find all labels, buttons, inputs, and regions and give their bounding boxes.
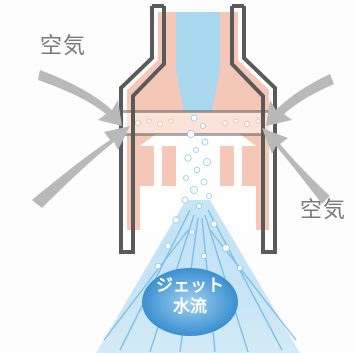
inner-prong-left-2 bbox=[162, 146, 176, 186]
arrow-left-upper bbox=[38, 70, 122, 126]
water-channel bbox=[176, 12, 220, 112]
air-label-left: 空気 bbox=[40, 34, 87, 59]
nozzle-housing bbox=[119, 6, 277, 254]
arrow-right-upper bbox=[266, 74, 334, 126]
inner-prong-right-2 bbox=[242, 146, 256, 186]
air-bubbles-stream bbox=[154, 114, 243, 271]
jet-water-badge bbox=[142, 268, 238, 336]
arrow-right-lower bbox=[262, 128, 330, 204]
air-intake-band bbox=[127, 112, 269, 134]
arrow-left-lower bbox=[32, 126, 130, 208]
air-bubbles-band bbox=[134, 118, 261, 128]
air-arrows-left bbox=[32, 70, 130, 208]
air-arrows-right bbox=[262, 74, 334, 204]
inner-prong-right-1 bbox=[220, 146, 234, 186]
jet-label-line2: 水流 bbox=[173, 297, 207, 318]
air-label-right: 空気 bbox=[300, 198, 347, 223]
jet-water-label: ジェット 水流 bbox=[146, 276, 234, 319]
jet-label-line1: ジェット bbox=[156, 276, 224, 296]
inner-prong-left-1 bbox=[140, 146, 154, 186]
